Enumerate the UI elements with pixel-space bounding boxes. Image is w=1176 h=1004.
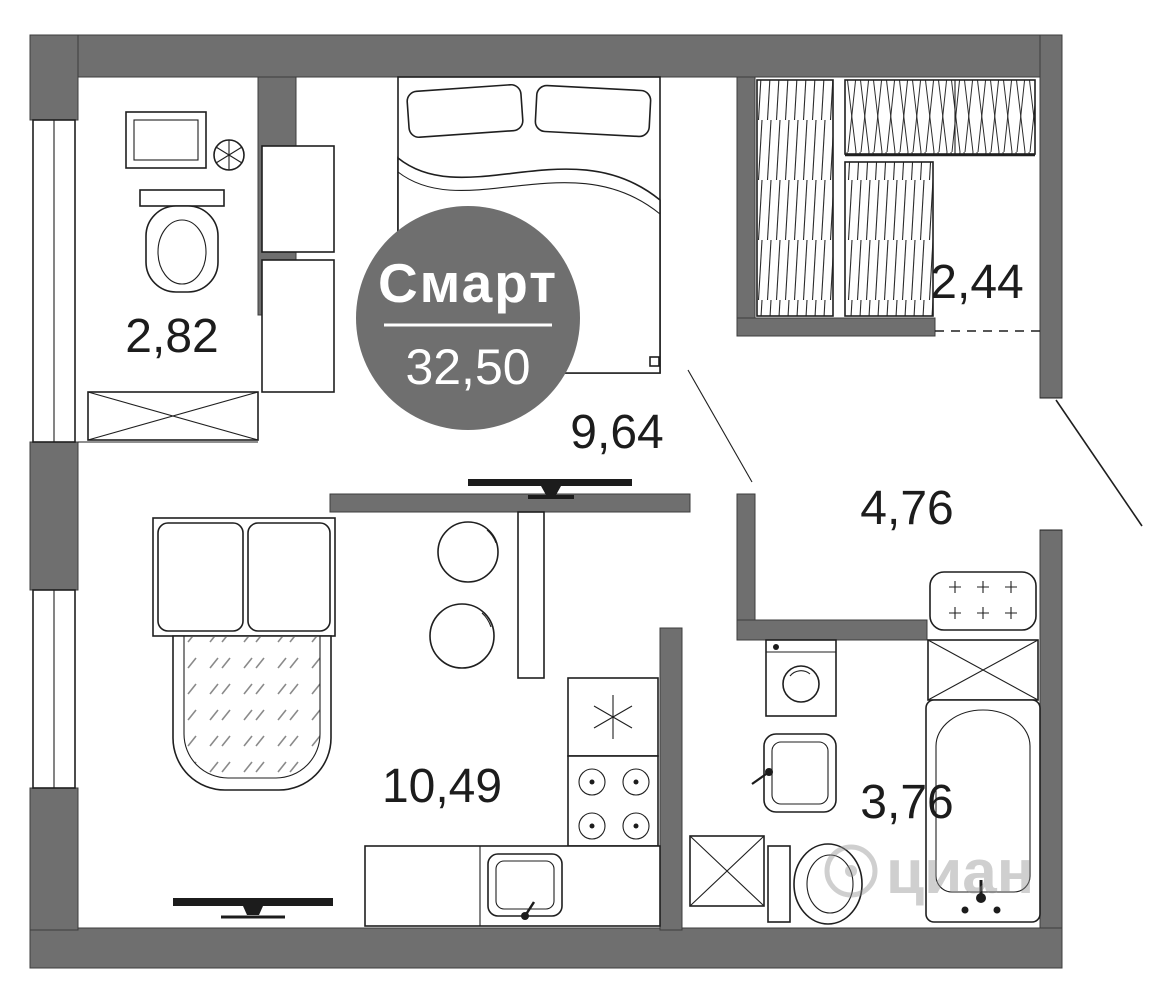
wall-left-middle (29, 441, 79, 591)
washing-machine (765, 639, 837, 717)
tv-bedroom (468, 479, 632, 486)
label-bathroom-main: 3,76 (860, 776, 953, 829)
wardrobe-rail-clothes (844, 79, 1036, 155)
wardrobe (756, 79, 1036, 317)
bathtub-inner (935, 709, 1031, 893)
windows (32, 119, 1143, 789)
wall-bedroom-south (329, 493, 691, 513)
bathroom-main (689, 639, 1041, 925)
label-hallway: 4,76 (860, 482, 953, 535)
label-living-kitchen: 10,49 (382, 760, 502, 813)
washbasin-top-inner (133, 119, 199, 161)
wall-left-upper (29, 34, 79, 121)
wall-bottom (29, 927, 1063, 969)
wardrobe-unit-right (844, 161, 934, 317)
wall-right-upper (1039, 34, 1063, 399)
toilet-bowl-inner (157, 219, 207, 285)
toilet-main-bowl (793, 843, 863, 925)
label-wardrobe: 2,44 (930, 256, 1023, 309)
toilet-main-tank (767, 845, 791, 923)
stove (567, 755, 659, 847)
wall-hallway-west (736, 493, 756, 641)
hall-cabinet-cross-icon (927, 639, 1039, 701)
label-bedroom: 9,64 (570, 406, 663, 459)
pouf-plus-marks-icon (949, 581, 1017, 619)
tv-bedroom-stand (541, 486, 561, 495)
bed-pillow-left (406, 83, 524, 139)
hallway (927, 571, 1039, 701)
shower-tray-cross (87, 391, 259, 441)
watermark-logo-dot (845, 865, 857, 877)
bathtub-handle-left (961, 906, 969, 914)
tv-bedroom-base (528, 495, 574, 499)
bathtub (925, 699, 1041, 923)
stove-burners (578, 768, 650, 840)
area-badge: Смарт 32,50 (356, 206, 580, 430)
tv-living-stand (243, 906, 263, 915)
badge-title: Смарт (378, 252, 558, 314)
bath-cabinet-cross-icon (689, 835, 765, 907)
niche-cabinet-upper (261, 145, 335, 253)
wall-left-lower (29, 787, 79, 931)
room-labels: 2,82 9,64 2,44 4,76 10,49 3,76 (125, 256, 1023, 829)
bathroom-top (87, 111, 335, 441)
bed-corner-detail (649, 356, 660, 367)
watermark-logo-icon (824, 844, 878, 898)
badge-circle (356, 206, 580, 430)
living-room (152, 511, 545, 919)
wall-top (29, 34, 1063, 78)
label-bathroom-top: 2,82 (125, 310, 218, 363)
tv-living (173, 898, 333, 906)
toilet-tank (139, 189, 225, 207)
bedroom-door-swing (687, 369, 753, 483)
stool-2 (429, 603, 495, 669)
toilet-bowl (145, 205, 219, 293)
kitchen-sink-basin (495, 860, 555, 910)
watermark: циан (824, 838, 1034, 907)
bath-sink (763, 733, 837, 813)
niche-cabinet-lower (261, 259, 335, 393)
kitchen-faucet-spout (523, 901, 536, 917)
sofa-cushion-right (247, 522, 331, 632)
wall-kitchen-east (659, 627, 683, 931)
bed-blanket-fold (397, 171, 661, 215)
sofa-cushion-left (157, 522, 244, 632)
washing-machine-door-inner (789, 670, 811, 677)
washbasin-top (125, 111, 207, 169)
bath-sink-faucet-handle (751, 771, 770, 785)
washing-machine-knob (773, 644, 779, 650)
fan-icon-blades (215, 140, 243, 170)
stool-1-detail (486, 529, 497, 544)
bathtub-handle-right (993, 906, 1001, 914)
kitchen (364, 677, 661, 927)
stool-1 (437, 521, 499, 583)
wall-right-lower (1039, 529, 1063, 969)
wall-bedroom-east (736, 76, 756, 326)
sofa-bed-duvet (183, 635, 321, 779)
wardrobe-unit-left (756, 79, 834, 317)
entry-door-swing (1055, 399, 1143, 527)
table-bar (517, 511, 545, 679)
wall-bathroom-main-north (736, 619, 928, 641)
vent-icon (593, 695, 633, 739)
pouf (929, 571, 1037, 631)
stool-2-detail (481, 612, 492, 628)
washing-machine-door (782, 665, 820, 703)
bed-pillow-right (534, 84, 652, 138)
wall-wardrobe-south (736, 317, 936, 337)
toilet-main-bowl-inner (806, 854, 854, 914)
badge-total-area: 32,50 (405, 339, 530, 395)
watermark-text: циан (886, 838, 1034, 907)
